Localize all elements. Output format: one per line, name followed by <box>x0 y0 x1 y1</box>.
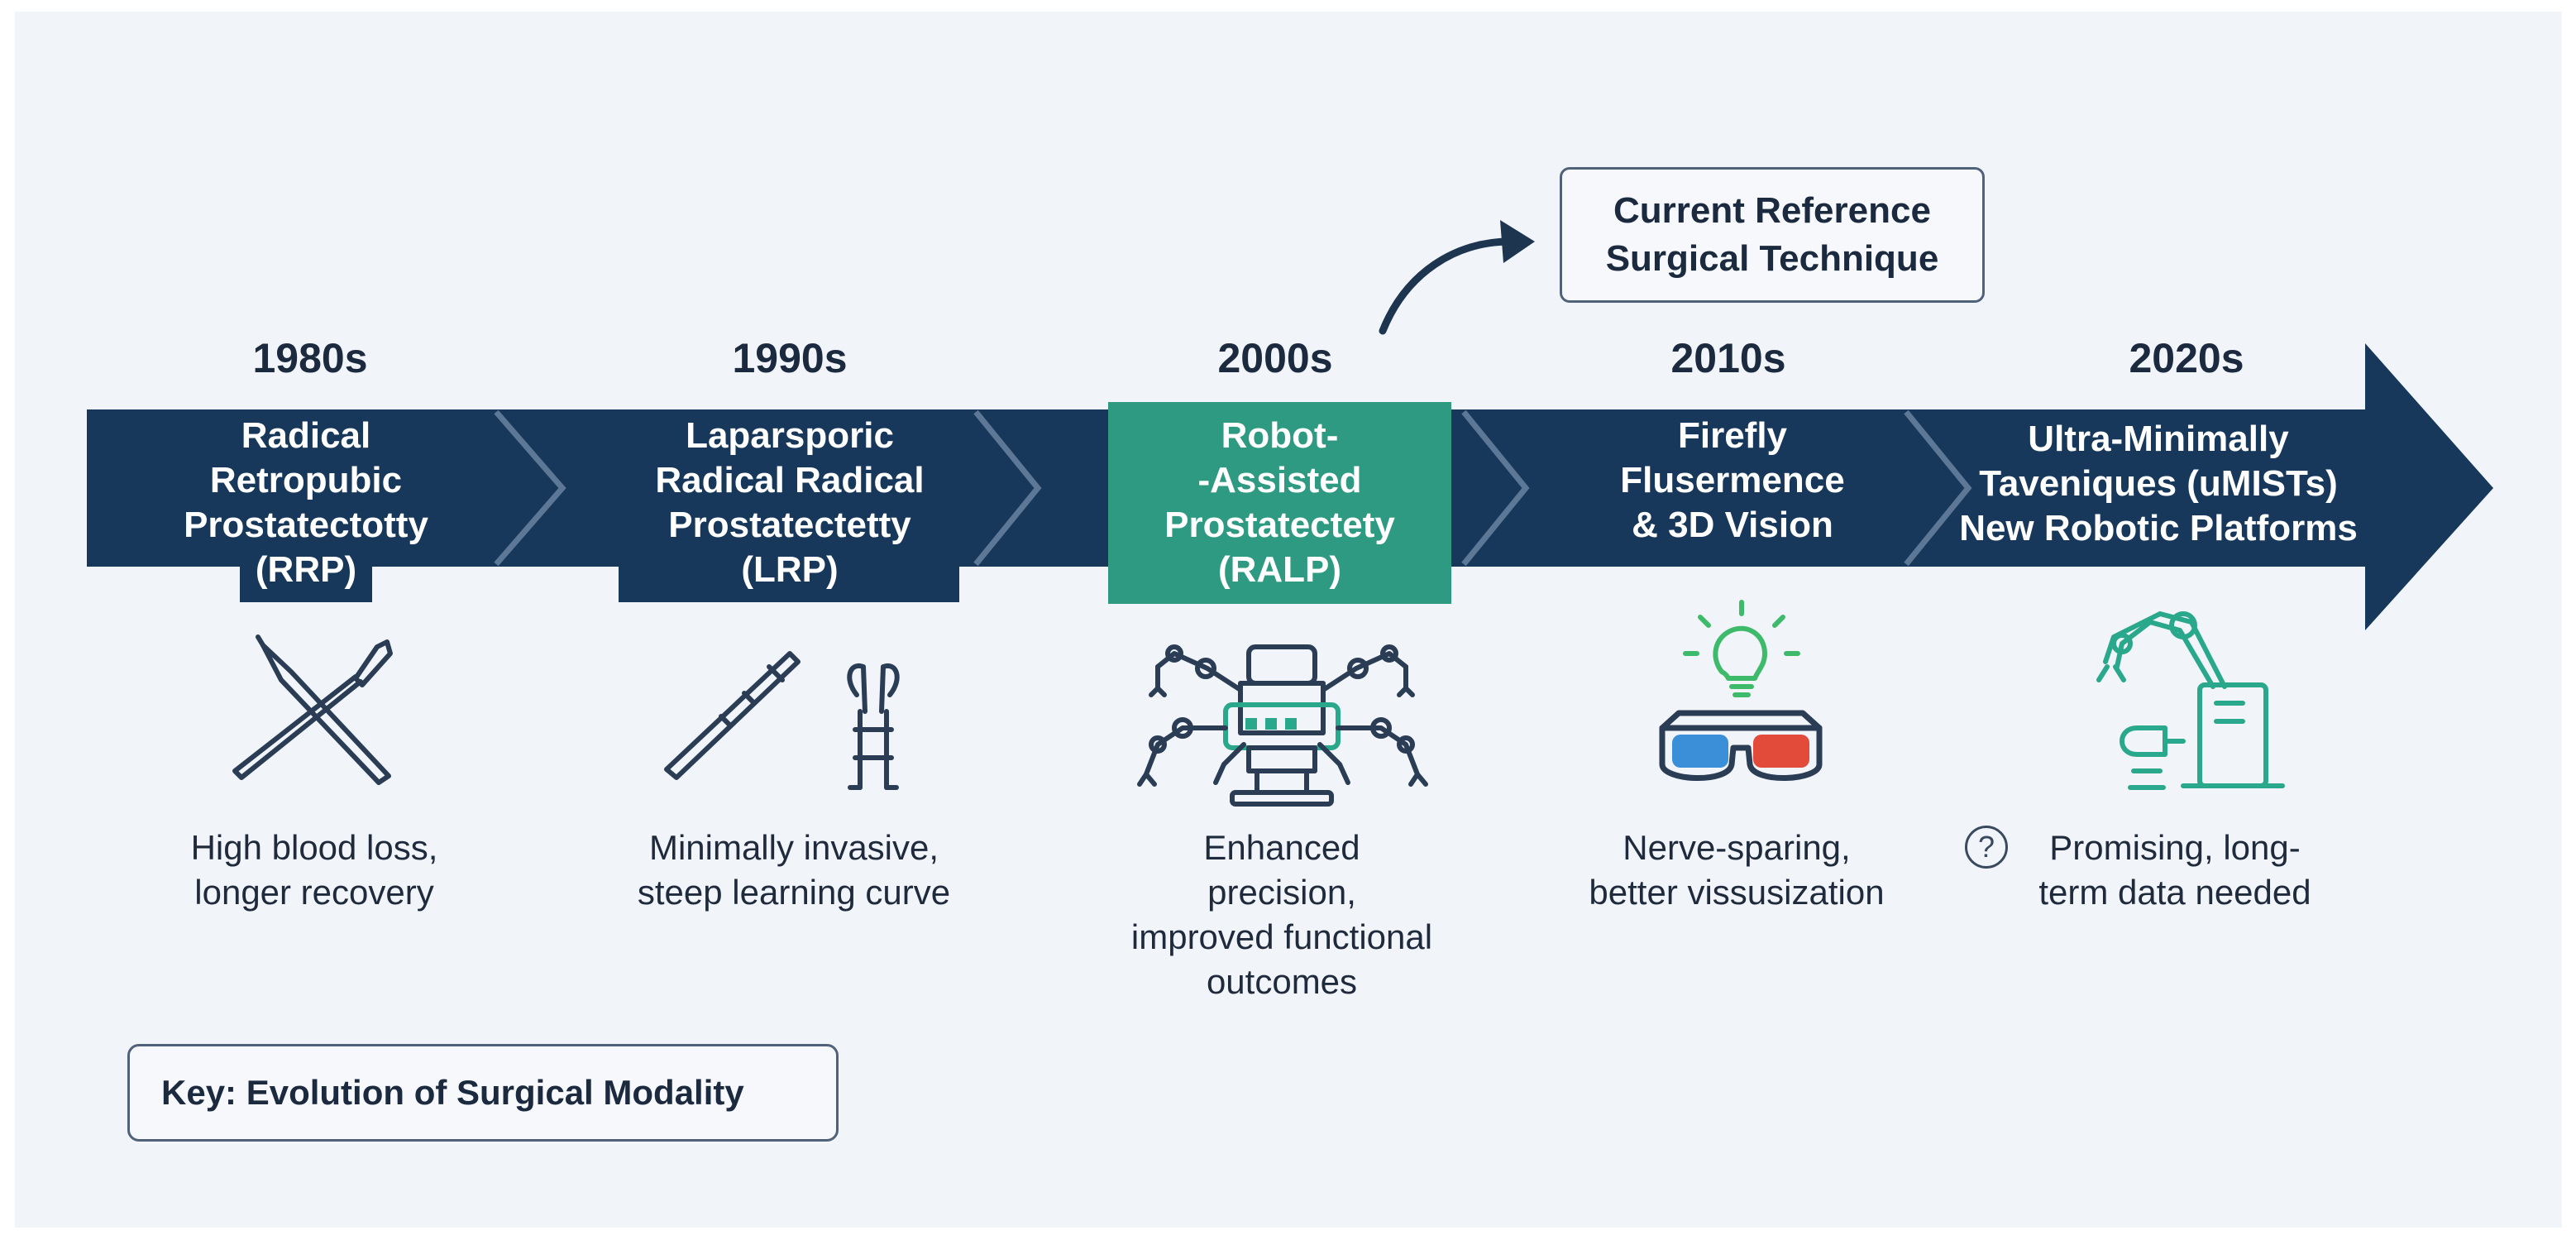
callout-arrow <box>1379 220 1535 335</box>
lightbulb-3d-glasses-icon <box>1659 600 1823 781</box>
diagram-background <box>15 12 2562 1228</box>
laparoscopic-instruments-icon <box>664 651 900 790</box>
red-lens <box>1753 735 1809 768</box>
era-label-2000s: 2000s <box>1217 335 1333 381</box>
current-reference-callout: Current Reference Surgical Technique <box>1560 167 1985 303</box>
outcome-rrp: High blood loss, longer recovery <box>190 828 438 912</box>
stage-title-ralp: Robot- -Assisted Prostatectety (RALP) <box>1164 415 1395 590</box>
robotic-arm-icon <box>2096 611 2285 790</box>
ralp-highlight-block <box>1108 402 1451 604</box>
era-label-1980s: 1980s <box>252 335 368 381</box>
rrp-lower-extension <box>240 554 372 602</box>
outcome-ralp: Enhanced precision, improved functional … <box>1130 828 1433 1001</box>
separator-3 <box>1461 409 1530 567</box>
stage-title-rrp: Radical Retropubic Prostatectotty (RRP) <box>184 415 428 590</box>
lrp-lower-extension <box>619 554 959 602</box>
stage-title-lrp: Laparsporic Radical Radical Prostatectet… <box>655 415 925 590</box>
stage-separators <box>494 409 1972 567</box>
scalpel-and-forceps-icon <box>232 634 393 785</box>
stage-title-umist: Ultra-Minimally Taveniques (uMISTs) New … <box>1959 419 2358 548</box>
key-legend: Key: Evolution of Surgical Modality <box>127 1044 839 1142</box>
era-label-2020s: 2020s <box>2129 335 2244 381</box>
separator-4 <box>1904 409 1972 567</box>
surgical-robot-icon <box>1137 644 1428 807</box>
blue-lens <box>1672 735 1728 768</box>
outcome-umist: Promising, long- term data needed <box>2038 828 2311 912</box>
separator-1 <box>494 409 566 567</box>
outcome-lrp: Minimally invasive, steep learning curve <box>637 828 951 912</box>
separator-2 <box>973 409 1042 567</box>
era-label-1990s: 1990s <box>732 335 848 381</box>
outcome-firefly: Nerve-sparing, better vissusization <box>1589 828 1885 912</box>
question-mark-icon: ? <box>1965 826 2008 869</box>
era-label-2010s: 2010s <box>1670 335 1786 381</box>
stage-title-firefly: Firefly Flusermence & 3D Vision <box>1620 415 1845 545</box>
